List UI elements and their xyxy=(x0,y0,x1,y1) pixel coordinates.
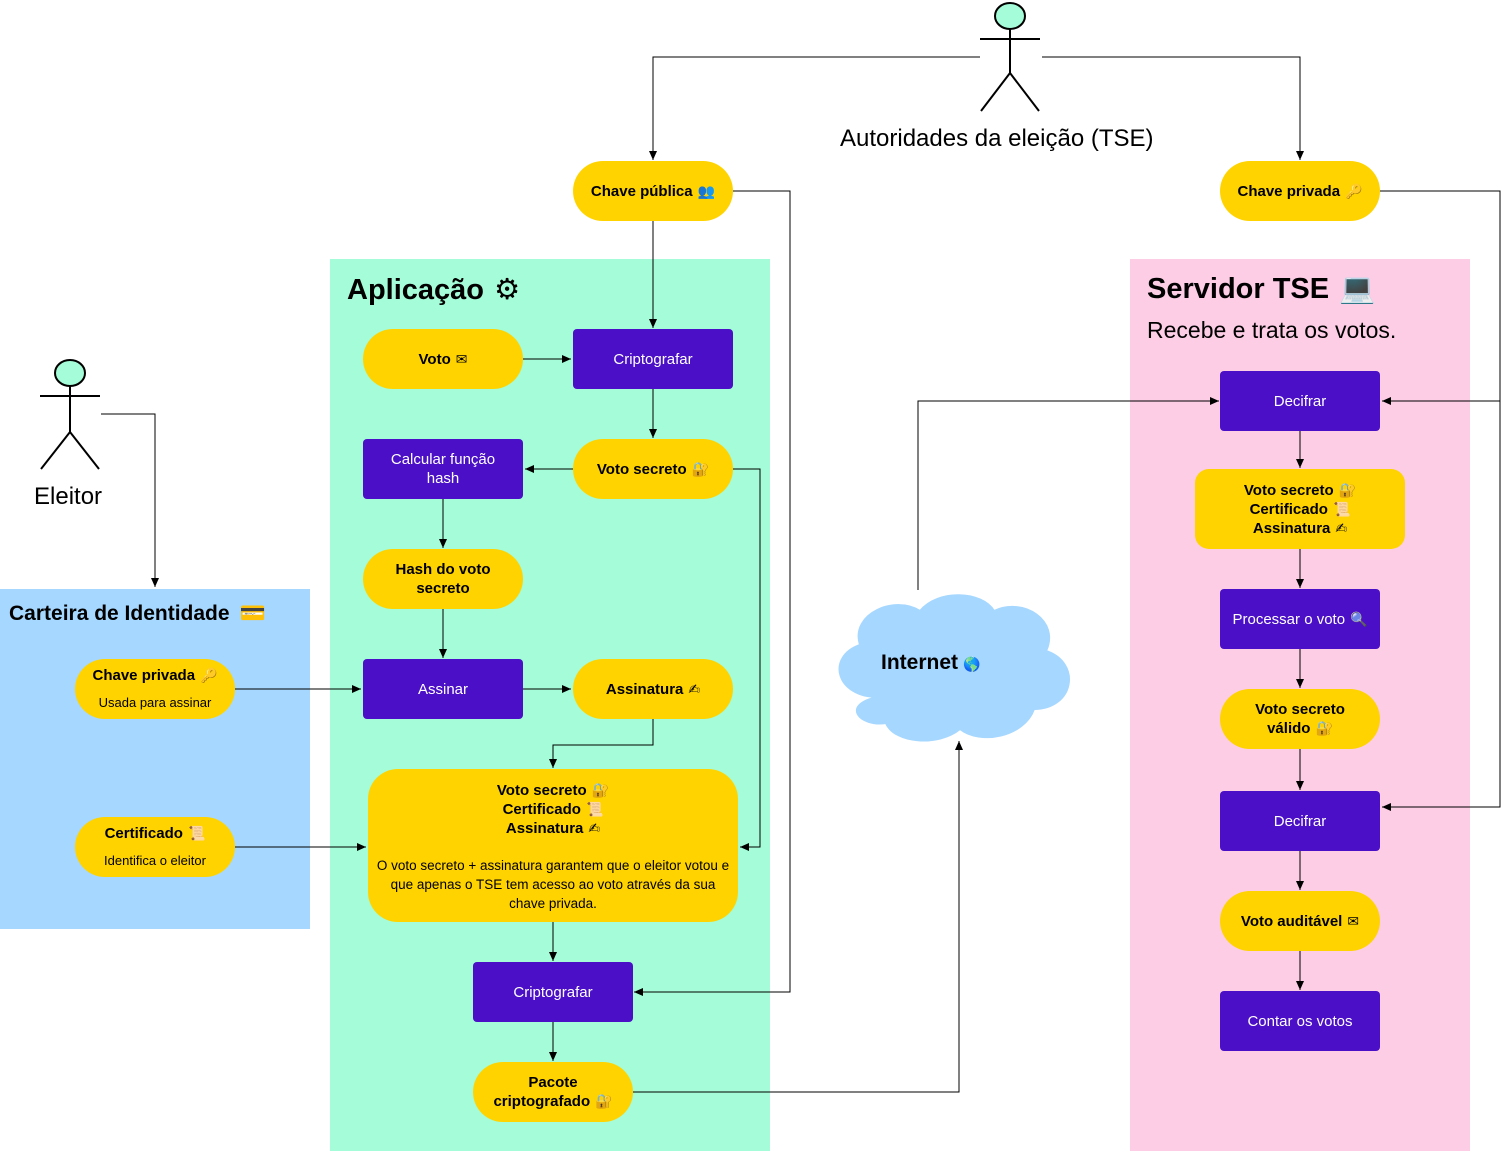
globe-icon: 🌎 xyxy=(963,656,981,672)
secret-vote-node[interactable]: Voto secreto🔐 xyxy=(573,439,733,499)
credit-card-icon: 💳 xyxy=(239,602,266,625)
bundle-secret-vote: Voto secreto xyxy=(496,782,587,799)
key-icon: 🔑 xyxy=(200,667,218,683)
encrypt-step-1[interactable]: Criptografar xyxy=(573,329,733,389)
pen-icon: ✍ xyxy=(688,680,701,697)
server-bundle-secret-vote: Voto secreto xyxy=(1243,481,1334,499)
laptop-icon: 💻 xyxy=(1339,273,1376,305)
arrow-signature-to-bundle xyxy=(549,719,654,768)
bundle-description: O voto secreto + assinatura garantem que… xyxy=(376,858,730,911)
arrow-private-key-to-decrypt1 xyxy=(1380,190,1501,405)
lock-icon: 🔐 xyxy=(1315,720,1333,736)
gear-icon: ⚙ xyxy=(494,274,520,306)
scroll-icon: 📜 xyxy=(187,825,206,841)
arrow-public-key-to-encrypt2 xyxy=(634,190,791,996)
lock-icon: 🔐 xyxy=(691,460,710,477)
hash-calc-step[interactable]: Calcular função hash xyxy=(363,439,523,499)
count-votes-step[interactable]: Contar os votos xyxy=(1220,991,1380,1051)
public-key-label: Chave pública xyxy=(590,182,693,200)
region-id-card-title: Carteira de Identidade 💳 xyxy=(9,602,266,626)
server-subtitle: Recebe e trata os votos. xyxy=(1147,317,1397,343)
tse-actor-label: Autoridades da eleição (TSE) xyxy=(840,125,1154,152)
internet-label: Internet🌎 xyxy=(881,651,980,675)
arrow-package-to-internet xyxy=(633,741,963,1093)
encrypted-package-node[interactable]: Pacote criptografado🔐 xyxy=(473,1062,633,1122)
arrow-tse-to-private-key xyxy=(1042,56,1304,160)
arrow-private-key-to-decrypt2 xyxy=(1382,401,1501,811)
id-certificate-node[interactable]: Certificado📜 Identifica o eleitor xyxy=(75,817,235,877)
tse-actor-figure xyxy=(980,2,1040,112)
id-card-title-text: Carteira de Identidade xyxy=(9,602,230,625)
decrypt-step-1[interactable]: Decifrar xyxy=(1220,371,1380,431)
envelope-icon: ✉ xyxy=(455,350,468,367)
signature-label: Assinatura xyxy=(605,680,684,698)
internet-label-text: Internet xyxy=(881,651,959,674)
bundle-signature: Assinatura xyxy=(505,820,584,837)
voter-actor-label: Eleitor xyxy=(34,483,103,510)
private-key-node-tse[interactable]: Chave privada🔑 xyxy=(1220,161,1380,221)
auditable-vote-label: Voto auditável xyxy=(1240,912,1343,930)
id-certificate-desc: Identifica o eleitor xyxy=(104,853,206,868)
package-line2: criptografado xyxy=(493,1093,591,1110)
server-title-text: Servidor TSE xyxy=(1147,273,1330,305)
pen-icon: ✍ xyxy=(1335,519,1348,536)
vote-node[interactable]: Voto✉ xyxy=(363,329,523,389)
arrow-tse-to-public-key xyxy=(649,56,980,160)
scroll-icon: 📜 xyxy=(1332,500,1351,517)
internet-cloud xyxy=(838,594,1070,742)
sign-step[interactable]: Assinar xyxy=(363,659,523,719)
valid-vote-line1: Voto secreto xyxy=(1255,701,1345,718)
magnifier-icon: 🔍 xyxy=(1350,610,1368,627)
bundle-certificate: Certificado xyxy=(502,801,581,818)
pen-icon: ✍ xyxy=(588,820,601,836)
lock-icon: 🔐 xyxy=(591,782,610,798)
vote-label: Voto xyxy=(418,350,451,368)
application-title-text: Aplicação xyxy=(347,274,484,306)
lock-icon: 🔐 xyxy=(1338,481,1357,498)
server-bundle-node[interactable]: Voto secreto🔐 Certificado📜 Assinatura✍ xyxy=(1195,469,1405,549)
public-key-node[interactable]: Chave pública👥 xyxy=(573,161,733,221)
package-line1: Pacote xyxy=(528,1074,578,1091)
hash-vote-node[interactable]: Hash do voto secreto xyxy=(363,549,523,609)
region-application-title: Aplicação ⚙ xyxy=(347,272,520,307)
vote-bundle-node[interactable]: Voto secreto🔐 Certificado📜 Assinatura✍ O… xyxy=(368,769,738,922)
scroll-icon: 📜 xyxy=(585,801,604,817)
process-vote-label: Processar o voto xyxy=(1232,610,1346,628)
arrow-voter-to-id-card xyxy=(101,413,159,587)
id-private-key-desc: Usada para assinar xyxy=(98,695,212,710)
id-certificate-label: Certificado xyxy=(104,825,183,842)
process-vote-step[interactable]: Processar o voto🔍 xyxy=(1220,589,1380,649)
arrow-secret-vote-to-bundle xyxy=(733,468,761,851)
server-bundle-signature: Assinatura xyxy=(1252,519,1331,537)
server-bundle-certificate: Certificado xyxy=(1249,500,1328,518)
envelope-icon: ✉ xyxy=(1347,912,1360,929)
valid-vote-line2: válido xyxy=(1267,720,1311,737)
signature-node[interactable]: Assinatura✍ xyxy=(573,659,733,719)
arrow-internet-to-decrypt1 xyxy=(917,397,1219,590)
encrypt-step-2[interactable]: Criptografar xyxy=(473,962,633,1022)
id-private-key-label: Chave privada xyxy=(92,667,196,684)
valid-vote-node[interactable]: Voto secreto válido🔐 xyxy=(1220,689,1380,749)
id-private-key-node[interactable]: Chave privada🔑 Usada para assinar xyxy=(75,659,235,719)
decrypt-step-2[interactable]: Decifrar xyxy=(1220,791,1380,851)
voter-actor-figure xyxy=(40,359,100,470)
users-icon: 👥 xyxy=(697,182,716,199)
lock-icon: 🔐 xyxy=(595,1093,613,1109)
key-icon: 🔑 xyxy=(1345,182,1363,199)
secret-vote-label: Voto secreto xyxy=(596,460,687,478)
private-key-label: Chave privada xyxy=(1237,182,1341,200)
auditable-vote-node[interactable]: Voto auditável✉ xyxy=(1220,891,1380,951)
region-server-title: Servidor TSE 💻 xyxy=(1147,272,1375,306)
